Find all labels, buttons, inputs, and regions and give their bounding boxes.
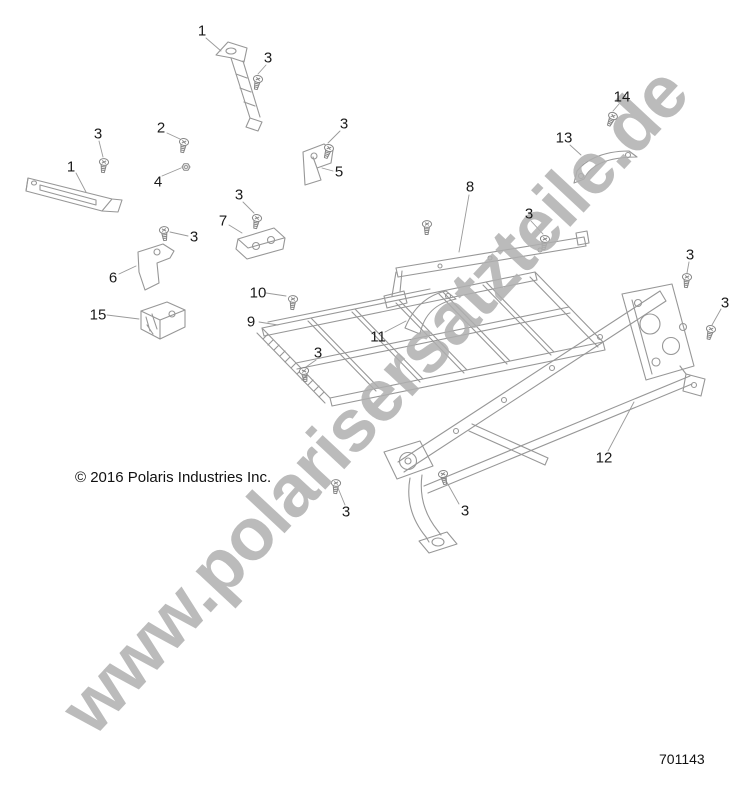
part-number: 701143 <box>659 751 705 767</box>
callout-leader-lines <box>75 37 722 506</box>
copyright-text: © 2016 Polaris Industries Inc. <box>75 469 272 486</box>
fastener-screws <box>97 74 717 495</box>
frame-parts-linework <box>25 41 706 554</box>
